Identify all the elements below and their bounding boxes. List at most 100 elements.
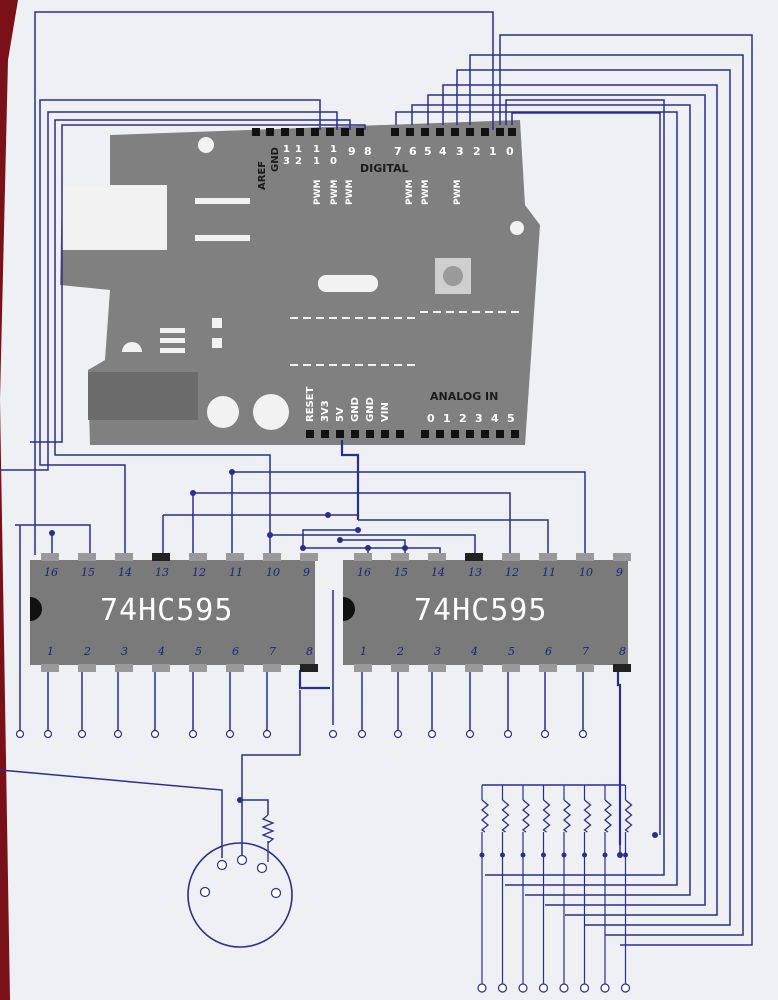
analog-pin-label: 5 [507,412,515,425]
digital-pin-label: 3 [456,145,464,158]
output-terminal [188,729,198,739]
chip-pin [189,553,207,561]
pull-down-resistor [600,785,613,993]
chip-pin-number: 8 [306,645,313,658]
output-terminal [503,729,513,739]
input-terminal [579,983,590,993]
header-pin [481,128,489,136]
digital-pin-label: 7 [394,145,402,158]
junction-dot [355,527,361,533]
pull-down-resistor [620,785,633,993]
chip-pin [428,553,446,561]
output-terminal [43,729,53,739]
chip-pin-number: 12 [505,566,519,579]
chip-pin-number: 2 [396,645,404,658]
power-pin-label: 5V [335,407,346,422]
junction-dot [237,797,243,803]
analog-pin-label: 4 [491,412,499,425]
chip-pin-number: 14 [431,566,445,579]
junction-dot [325,512,331,518]
chip-pin-number: 16 [44,566,58,579]
analog-pin-label: 1 [443,412,451,425]
header-pin [341,128,349,136]
chip-pins [41,553,631,672]
digital-pin-label: 13 [283,144,290,167]
chip-pin [41,664,59,672]
usb-connector [62,185,167,250]
pull-down-resistor [559,785,572,993]
input-terminal [538,983,549,993]
chip-pin [300,553,318,561]
header-pin [496,430,504,438]
analog-pin-label: 2 [459,412,467,425]
junction-dot [190,490,196,496]
analog-title: ANALOG IN [430,390,498,403]
resistor-bank [477,785,633,993]
header-pin [326,128,334,136]
header-pin [281,128,289,136]
chip-pin [152,664,170,672]
chip-pin-number: 14 [118,566,132,579]
digital-pin-label: 5 [424,145,432,158]
output-terminal [357,729,367,739]
output-terminal [150,729,160,739]
wiring [0,11,753,946]
header-pin [391,128,399,136]
pwm-label: PWM [313,179,323,205]
power-jack [88,372,198,420]
output-terminal [465,729,475,739]
pull-down-resistor [477,785,490,993]
header-pin [336,430,344,438]
chip-pin [539,664,557,672]
output-terminal [328,729,338,739]
pwm-label: PWM [453,179,463,205]
input-terminal [477,983,487,993]
chip-pin-number: 15 [81,566,95,579]
chip-pin-number: 3 [434,645,441,658]
header-pin [496,128,504,136]
analog-header [421,430,519,438]
chip-pin-number: 9 [303,566,310,579]
output-terminal [578,729,588,739]
output-terminal [113,729,123,739]
chip-pin-number: 7 [582,645,589,658]
chip-pin [263,553,281,561]
digit: 3 [283,156,290,167]
chip-pin-number: 15 [394,566,408,579]
header-pin [466,128,474,136]
header-pin [451,430,459,438]
din-pin [199,886,211,898]
header-pin [266,128,274,136]
junction-dot [337,537,343,543]
din-pin [236,854,248,866]
header-pin [436,430,444,438]
input-terminal [620,983,631,993]
junction-dot [49,530,55,536]
chip-pin [613,664,631,672]
chip-pin [354,664,372,672]
header-pin [321,430,329,438]
chip-pin-number: 1 [360,645,367,658]
digital-pin-label: 8 [364,145,372,158]
header-pin [396,430,404,438]
digital-pin-label: 9 [348,145,356,158]
chip-pin-number: 12 [192,566,206,579]
output-terminal [540,729,550,739]
pwm-label: PWM [405,179,415,205]
pull-down-resistor [518,785,531,993]
chip-pin [152,553,170,561]
chip-pin [502,664,520,672]
output-terminal [77,729,87,739]
chip-pin [115,553,133,561]
digit: 1 [313,156,320,167]
chip-pin-number: 6 [232,645,239,658]
chip-pin [613,553,631,561]
header-pin [351,430,359,438]
mounting-hole [198,137,214,153]
aref-label: AREF [257,161,268,190]
digit: 1 [295,144,302,155]
